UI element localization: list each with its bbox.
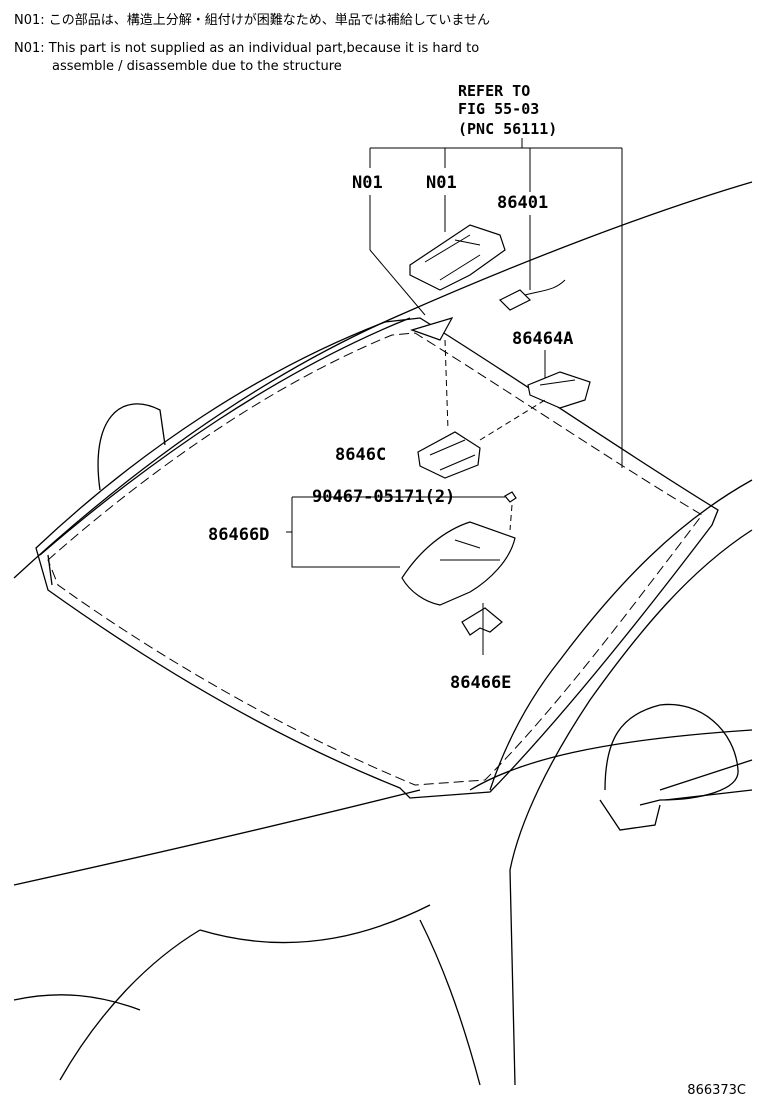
label-n01-b: N01 [426, 173, 457, 193]
part-90467-clip [504, 491, 517, 503]
refer-line1: REFER TO [458, 82, 530, 100]
windshield [35, 317, 719, 799]
note-japanese: N01: この部品は、構造上分解・組付けが困難なため、単品では補給していません [14, 13, 490, 28]
label-90467: 90467-05171(2) [312, 487, 455, 507]
leader-lines [286, 339, 546, 655]
label-n01-a: N01 [352, 173, 383, 193]
rain-sensor-part-n01 [409, 224, 506, 291]
part-86466D [401, 521, 516, 606]
label-86401: 86401 [497, 193, 548, 213]
triangle-part-n01 [410, 317, 454, 341]
label-86466D: 86466D [208, 525, 269, 545]
refer-line2: FIG 55-03 [458, 100, 539, 118]
figure-code: 866373C [687, 1083, 746, 1098]
reference-bracket [369, 138, 623, 468]
label-8646C: 8646C [335, 445, 386, 465]
part-8646C [417, 431, 481, 479]
part-86466E [461, 607, 503, 636]
note-english-line2: assemble / disassemble due to the struct… [52, 59, 342, 74]
label-86464A: 86464A [512, 329, 573, 349]
label-86466E: 86466E [450, 673, 511, 693]
part-86401 [498, 279, 566, 311]
refer-line3: (PNC 56111) [458, 120, 557, 138]
part-86464A [527, 371, 591, 409]
note-english-line1: N01: This part is not supplied as an ind… [14, 41, 480, 56]
car-body-outline [13, 181, 753, 1086]
